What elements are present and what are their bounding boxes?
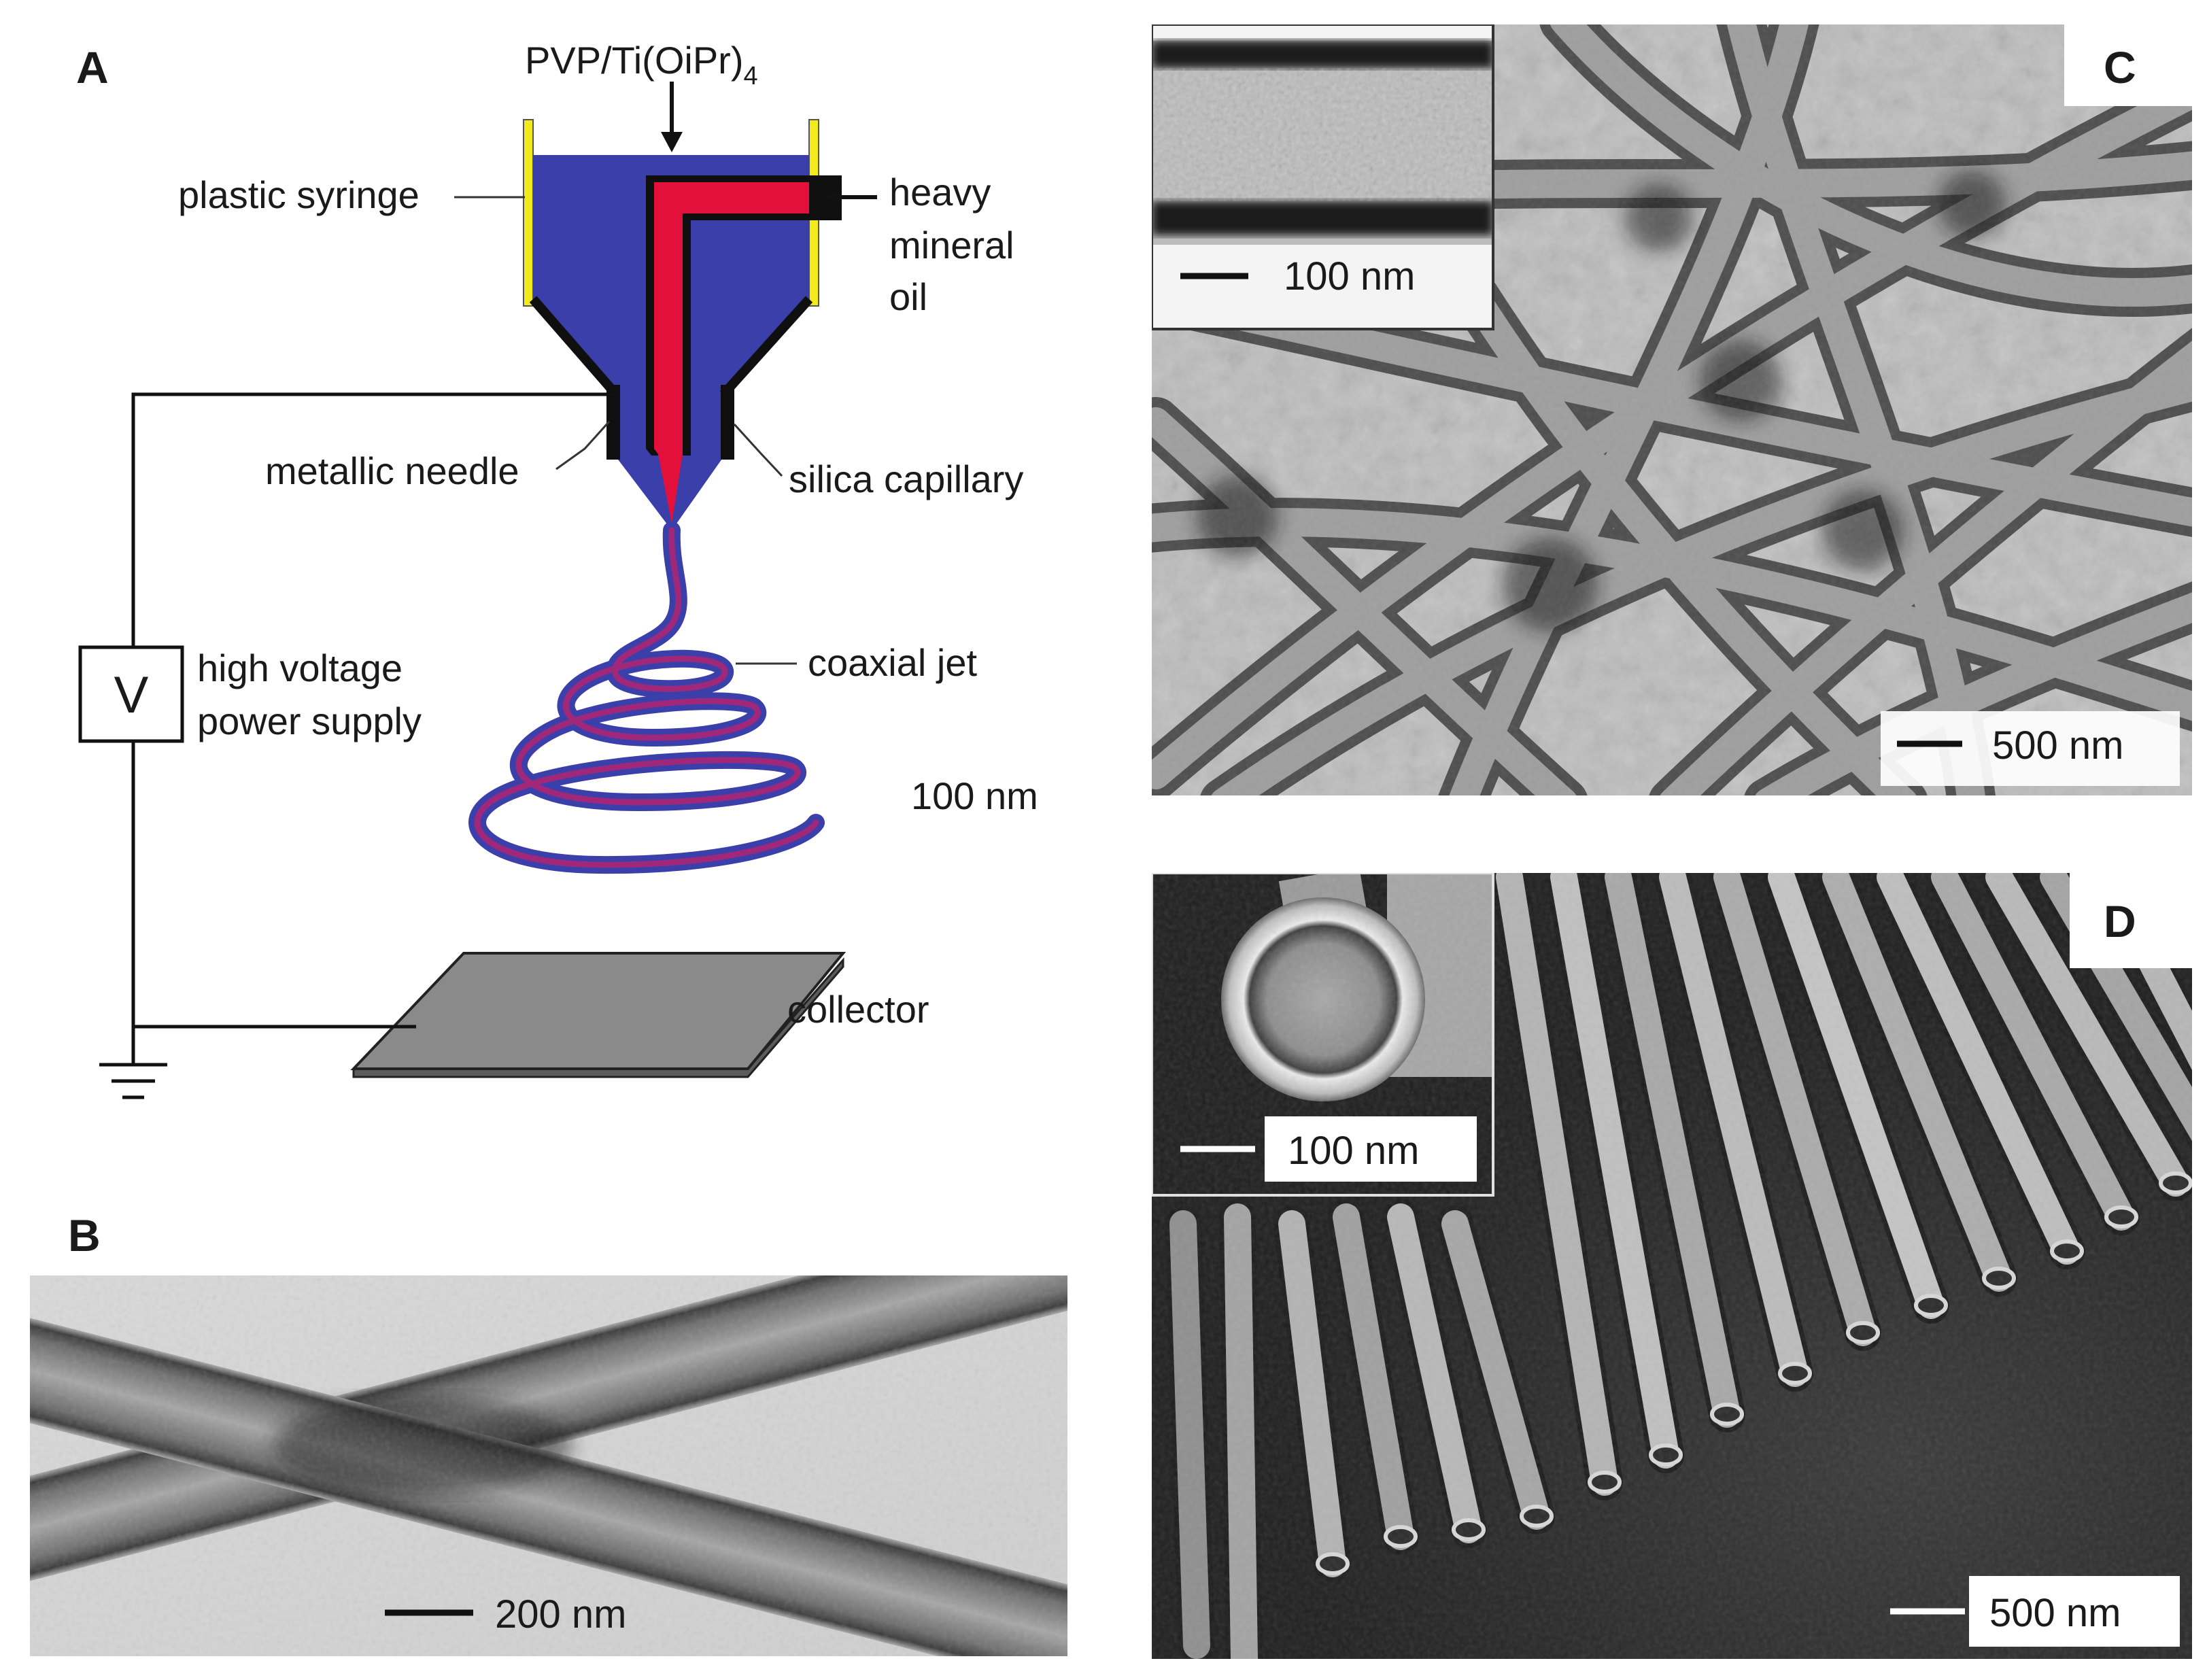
coaxial-jet [468,521,825,874]
panel-a-schematic: A PVP/Ti(OiPr)4 V [76,39,1038,1099]
panel-d-label: D [2104,896,2136,946]
feed-solution-label: PVP/Ti(OiPr)4 [525,39,758,90]
syringe-label: plastic syringe [178,173,420,216]
circuit-wire-bottom [131,741,416,1029]
power-supply-box [78,645,184,743]
coaxial-jet-core [474,527,819,868]
feed-solution-text: PVP/Ti(OiPr) [525,39,743,82]
oil-label-line3: oil [889,275,927,318]
panel-b-tem: B 200 nm [30,1210,1067,1656]
feed-arrow-head [661,132,683,152]
ground-symbol [99,1063,167,1099]
collector-label: collector [787,988,929,1031]
oil-label-line2: mineral [889,224,1014,267]
panel-c-label: C [2104,42,2136,92]
syringe-taper-left [529,296,620,398]
capillary-label: silica capillary [789,458,1023,500]
oil-arrow-head [825,188,842,207]
circuit-wire-top [131,392,615,647]
syringe-wall-left [523,119,534,307]
panel-a-label: A [76,42,109,92]
panel-b-scale-label: 200 nm [495,1592,626,1636]
stray-scale-label: 100 nm [911,774,1038,817]
panel-c-tem: 100 nm C 500 nm [1152,24,2192,795]
power-supply-symbol: V [114,666,149,724]
panel-d-sem: 100 nm D 500 nm [1152,873,2192,1659]
feed-solution-subscript: 4 [743,62,757,90]
mineral-oil-core [654,182,809,524]
syringe-taper-right [719,296,813,398]
supply-label-line1: high voltage [197,647,403,689]
metallic-needle-left [606,385,620,460]
panel-c-scale-label: 500 nm [1992,723,2123,768]
capillary-leader [733,423,783,477]
panel-d-scale-label: 500 nm [1989,1591,2121,1635]
needle-leader [555,420,611,470]
metallic-needle-right [721,385,734,460]
panel-b-label: B [68,1210,101,1261]
collector-plate [350,952,846,1070]
oil-label-line1: heavy [889,171,991,213]
needle-label: metallic needle [265,449,519,492]
jet-label: coaxial jet [808,641,977,684]
panel-d-inset-scale-label: 100 nm [1288,1129,1419,1173]
panel-c-inset-scale-label: 100 nm [1284,254,1415,298]
supply-label-line2: power supply [197,700,422,742]
